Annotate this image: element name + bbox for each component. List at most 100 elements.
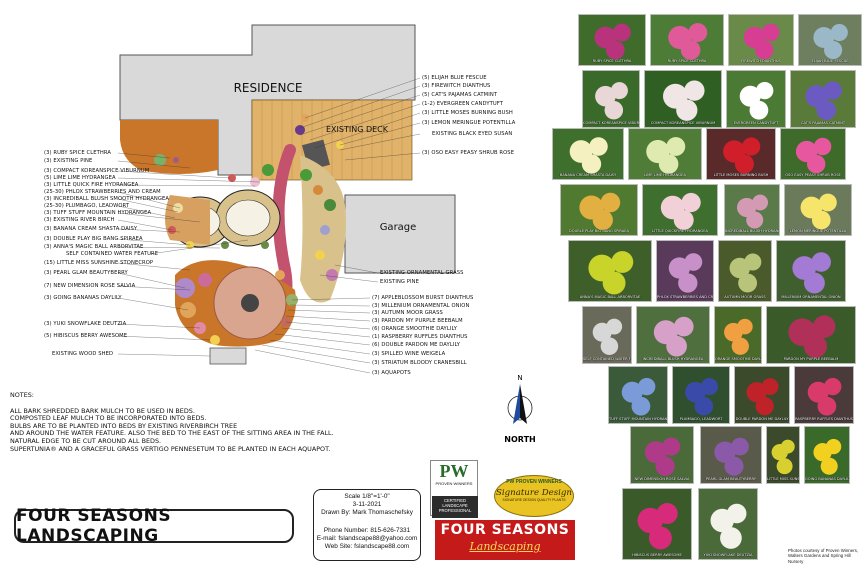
plant-label: SELF CONTAINED WATER FEATURE bbox=[66, 251, 159, 257]
plant-photo: PEARL GLAM BEAUTYBERRY bbox=[700, 426, 762, 484]
plant-photo: NEW DIMENSION ROSE SALVIA bbox=[630, 426, 694, 484]
plant-photo-caption: HIBISCUS BERRY AWESOME bbox=[632, 553, 682, 557]
plant-label: (1) RASPBERRY RUFFLES DIANTHUS bbox=[372, 334, 468, 340]
plant-label: (3) ANNA'S MAGIC BALL ARBORVITAE bbox=[44, 244, 144, 250]
plant-photo-caption: TUFF STUFF MOUNTAIN HYDRANGEA bbox=[609, 417, 667, 421]
plant-photo: FIREWITCH DIANTHUS bbox=[728, 14, 794, 66]
plant-label: (3) EXISTING PINE bbox=[44, 158, 93, 164]
plant-label: (5) CAT'S PAJAMAS CATMINT bbox=[422, 92, 498, 98]
plant-label: (6) ORANGE SMOOTHIE DAYLILY bbox=[372, 326, 458, 332]
north-label: NORTH bbox=[504, 435, 535, 444]
plant-photo-caption: INCREDIBALL BLUSH HYDRANGEA bbox=[725, 229, 779, 233]
plant-photo: PHLOX STRAWBERRIES AND CREAM bbox=[656, 240, 714, 302]
garage-building bbox=[344, 194, 456, 274]
plant-label: (3) COMPACT KOREANSPICE VIBURNUM bbox=[44, 168, 150, 174]
plant-label: (3) RUBY SPICE CLETHRA bbox=[44, 150, 111, 156]
plant-photo-caption: COMPACT KOREANSPICE VIBURNUM bbox=[650, 121, 716, 125]
plant-photo-caption: EVERGREEN CANDYTUFT bbox=[733, 121, 779, 125]
plant-photo-caption: ANNA'S MAGIC BALL ARBORVITAE bbox=[579, 295, 641, 299]
note-line: BULBS ARE TO BE PLANTED INTO BEDS BY EXI… bbox=[10, 421, 238, 430]
plant-label: (3) STRIATUM BLOODY CRANESBILL bbox=[372, 360, 467, 366]
notes-heading: NOTES: bbox=[10, 391, 34, 399]
plant-label: (7) APPLEBLOSSOM BURST DIANTHUS bbox=[372, 295, 474, 301]
plant-label: (25-30) PHLOX STRAWBERRIES AND CREAM bbox=[44, 189, 161, 195]
plant-photo: EVERGREEN CANDYTUFT bbox=[726, 70, 786, 128]
website-text: Web Site: fslandscape88.com bbox=[324, 543, 410, 550]
plant-label: (5) ELIJAH BLUE FESCUE bbox=[422, 75, 487, 81]
plant-photo-caption: NEW DIMENSION ROSE SALVIA bbox=[634, 477, 690, 481]
plant-photo-caption: ELIJAH BLUE FESCUE bbox=[811, 59, 849, 63]
plant-photo: HIBISCUS BERRY AWESOME bbox=[622, 488, 692, 560]
plant-photo-caption: YUKI SNOWFLAKE DEUTZIA bbox=[703, 553, 753, 557]
plant-label: EXISTING ORNAMENTAL GRASS bbox=[380, 270, 464, 276]
plant-photo-caption: PEARL GLAM BEAUTYBERRY bbox=[705, 477, 757, 481]
plant-label: (3) SPILLED WINE WEIGELA bbox=[372, 351, 446, 357]
plant-label: EXISTING BLACK EYED SUSAN bbox=[432, 131, 513, 137]
plant-label: (25-30) PLUMBAGO, LEADWORT bbox=[44, 203, 130, 209]
plant-photo-caption: RUBY SPICE CLETHRA bbox=[667, 59, 707, 63]
plant-photo: DOUBLE PLAY BIG BANG SPIRAEA bbox=[560, 184, 638, 236]
plant-photo: BANANA CREAM SHASTA DAISY bbox=[552, 128, 624, 180]
plant-label: EXISTING WOOD SHED bbox=[52, 351, 114, 357]
residence-label: RESIDENCE bbox=[234, 81, 303, 95]
note-line: ALL BARK SHREDDED BARK MULCH TO BE USED … bbox=[10, 406, 195, 415]
plant-label: EXISTING PINE bbox=[380, 279, 420, 285]
plant-photo: COMPACT KOREANSPICE VIBURNUM bbox=[582, 70, 640, 128]
plant-photo: AUTUMN MOOR GRASS bbox=[718, 240, 772, 302]
plant-photo: SELF CONTAINED WATER FEATURE bbox=[582, 306, 632, 364]
plant-photo: INCREDIBALL BLUSH HYDRANGEA bbox=[724, 184, 780, 236]
plant-photo: LEMON MERINGUE POTENTILLA bbox=[784, 184, 852, 236]
plant-label: (3) OSO EASY PEASY SHRUB ROSE bbox=[422, 150, 515, 156]
plant-photo-caption: DOUBLE PLAY BIG BANG SPIRAEA bbox=[569, 229, 629, 233]
plant-label: (3) DOUBLE PLAY BIG BANG SPIRAEA bbox=[44, 236, 143, 242]
plant-photo: RUBY SPICE CLETHRA bbox=[650, 14, 724, 66]
plant-label: (3) LITTLE QUICK FIRE HYDRANGEA bbox=[44, 182, 139, 188]
plant-label: (15) LITTLE MISS SUNSHINE STONECROP bbox=[44, 260, 154, 266]
plant-photo: YUKI SNOWFLAKE DEUTZIA bbox=[698, 488, 758, 560]
four-seasons-logo: FOUR SEASONS Landscaping bbox=[435, 520, 575, 560]
plant-label: (3) LEMON MERINGUE POTENTILLA bbox=[422, 120, 516, 126]
plant-photo-caption: PARDON MY PURPLE BEEBALM bbox=[783, 357, 839, 361]
plant-photo: ANNA'S MAGIC BALL ARBORVITAE bbox=[568, 240, 652, 302]
north-arrow: N NORTH bbox=[504, 374, 535, 444]
note-line: COMPOSTED LEAF MULCH TO BE INCORPORATED … bbox=[10, 414, 207, 423]
plant-photo-caption: RUBY SPICE CLETHRA bbox=[592, 59, 632, 63]
plant-label: (3) AQUAPOTS bbox=[372, 370, 411, 376]
plant-label: (3) FIREWITCH DIANTHUS bbox=[422, 83, 491, 89]
plant-photo: CAT'S PAJAMAS CATMINT bbox=[790, 70, 856, 128]
north-letter: N bbox=[517, 374, 522, 382]
plant-photo-caption: PLUMBAGO, LEADWORT bbox=[679, 417, 723, 421]
note-line: SUPERTUNIA® AND A GRACEFUL GRASS VERTIGO… bbox=[10, 444, 331, 453]
plant-photo: GOING BANANAS DAYLILY bbox=[804, 426, 850, 484]
plant-label: (3) INCREDIBALL BLUSH SMOOTH HYDRANGEA bbox=[44, 196, 169, 202]
plant-photo: OSO EASY PEASY SHRUB ROSE bbox=[780, 128, 846, 180]
plant-photo-caption: GOING BANANAS DAYLILY bbox=[805, 477, 849, 481]
note-line: NATURAL EDGE TO BE CUT AROUND ALL BEDS. bbox=[10, 436, 162, 445]
plant-label: (1-2) EVERGREEN CANDYTUFT bbox=[422, 101, 504, 107]
plant-photo-caption: OSO EASY PEASY SHRUB ROSE bbox=[785, 173, 841, 177]
plant-photo-caption: ORANGE SMOOTHIE DAYLILY bbox=[715, 357, 761, 361]
signature-design-logo: PW PROVEN WINNERS Signature Design SIGNA… bbox=[494, 475, 574, 517]
plant-photo-caption: FIREWITCH DIANTHUS bbox=[741, 59, 781, 63]
plant-photo: COMPACT KOREANSPICE VIBURNUM bbox=[644, 70, 722, 128]
certified-landscape-badge: CERTIFIED LANDSCAPE PROFESSIONAL bbox=[432, 496, 478, 518]
existing-wood-shed bbox=[209, 347, 247, 365]
plant-label: (3) PARDON MY PURPLE BEEBALM bbox=[372, 318, 463, 324]
title-block: Scale 1/8"=1'-0" 3-11-2021 Drawn By: Mar… bbox=[313, 489, 421, 561]
notes-block: NOTES: ALL BARK SHREDDED BARK MULCH TO B… bbox=[10, 391, 410, 453]
plant-photo: PLUMBAGO, LEADWORT bbox=[672, 366, 730, 424]
plant-label: (3) LITTLE MOSES BURNING BUSH bbox=[422, 110, 513, 116]
plant-photo: DOUBLE PARDON ME DAYLILY bbox=[734, 366, 790, 424]
plant-photo: LITTLE MISS SUNSHINE STONECROP bbox=[766, 426, 800, 484]
plant-label: (3) BANANA CREAM SHASTA DAISY bbox=[44, 226, 138, 232]
plant-photo-caption: LEMON MERINGUE POTENTILLA bbox=[789, 229, 847, 233]
drawn-by-text: Drawn By: Mark Thomaschefsky bbox=[321, 509, 413, 516]
plant-photo-caption: CAT'S PAJAMAS CATMINT bbox=[800, 121, 846, 125]
phone-text: Phone Number: 815-626-7331 bbox=[323, 527, 411, 534]
plant-photo-caption: DOUBLE PARDON ME DAYLILY bbox=[735, 417, 789, 421]
plant-photo-caption: BANANA CREAM SHASTA DAISY bbox=[559, 173, 617, 177]
plant-label: (7) NEW DIMENSION ROSE SALVIA bbox=[44, 283, 136, 289]
plant-photo-caption: COMPACT KOREANSPICE VIBURNUM bbox=[583, 121, 639, 125]
plant-label: (3) GOING BANANAS DAYLILY bbox=[44, 295, 122, 301]
plant-label: (6) DOUBLE PARDON ME DAYLILY bbox=[372, 342, 461, 348]
